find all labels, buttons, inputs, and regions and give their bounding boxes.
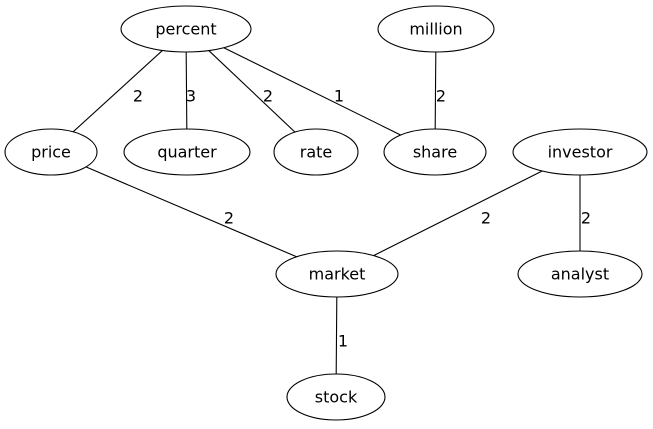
node-stock: stock (286, 373, 386, 421)
edge-line (85, 166, 297, 258)
node-share: share (383, 128, 487, 176)
nodes-layer: percent million price quarter rate share inves… (4, 5, 648, 421)
edge-percent-price: 2 (72, 50, 163, 133)
node-million: million (377, 5, 495, 53)
edge-line (335, 296, 338, 375)
edge-line (72, 50, 163, 133)
node-quarter: quarter (123, 128, 251, 176)
node-analyst: analyst (517, 250, 643, 298)
node-price: price (4, 128, 98, 176)
edge-weight-label: 2 (581, 209, 591, 228)
edge-weight-label: 2 (263, 87, 273, 106)
edge-weight-label: 3 (186, 87, 196, 106)
edge-line (223, 47, 401, 136)
node-market: market (275, 250, 399, 298)
node-label: stock (315, 388, 358, 407)
edges-layer: 2 3 2 1 2 2 2 2 1 (72, 47, 591, 375)
node-label: analyst (551, 265, 609, 284)
node-ellipse (383, 128, 487, 176)
node-ellipse (4, 128, 98, 176)
edge-line (434, 51, 437, 130)
node-ellipse (275, 250, 399, 298)
edge-line (373, 170, 543, 257)
node-label: million (409, 20, 462, 39)
node-ellipse (273, 128, 359, 176)
edge-percent-quarter: 3 (185, 51, 196, 130)
edge-weight-label: 2 (133, 87, 143, 106)
edge-line (208, 50, 296, 133)
edge-weight-label: 1 (334, 87, 344, 106)
node-ellipse (286, 373, 386, 421)
node-ellipse (517, 250, 643, 298)
node-rate: rate (273, 128, 359, 176)
edge-investor-analyst: 2 (579, 175, 591, 251)
node-label: rate (300, 143, 333, 162)
node-percent: percent (120, 5, 252, 53)
node-ellipse (512, 128, 648, 176)
edge-weight-label: 2 (224, 209, 234, 228)
edge-weight-label: 2 (436, 87, 446, 106)
node-label: investor (548, 143, 613, 162)
edge-line (185, 51, 188, 130)
node-ellipse (123, 128, 251, 176)
node-investor: investor (512, 128, 648, 176)
edge-price-market: 2 (85, 166, 297, 258)
node-ellipse (120, 5, 252, 53)
edge-million-share: 2 (434, 51, 446, 130)
node-label: market (309, 265, 366, 284)
edge-percent-rate: 2 (208, 50, 296, 133)
edge-investor-market: 2 (373, 170, 543, 257)
edge-weight-label: 2 (481, 209, 491, 228)
node-label: share (413, 143, 457, 162)
node-ellipse (377, 5, 495, 53)
edge-weight-label: 1 (338, 332, 348, 351)
node-label: quarter (157, 143, 217, 162)
edge-market-stock: 1 (335, 296, 348, 375)
node-label: price (31, 143, 71, 162)
node-label: percent (155, 20, 216, 39)
edge-percent-share: 1 (223, 47, 401, 136)
